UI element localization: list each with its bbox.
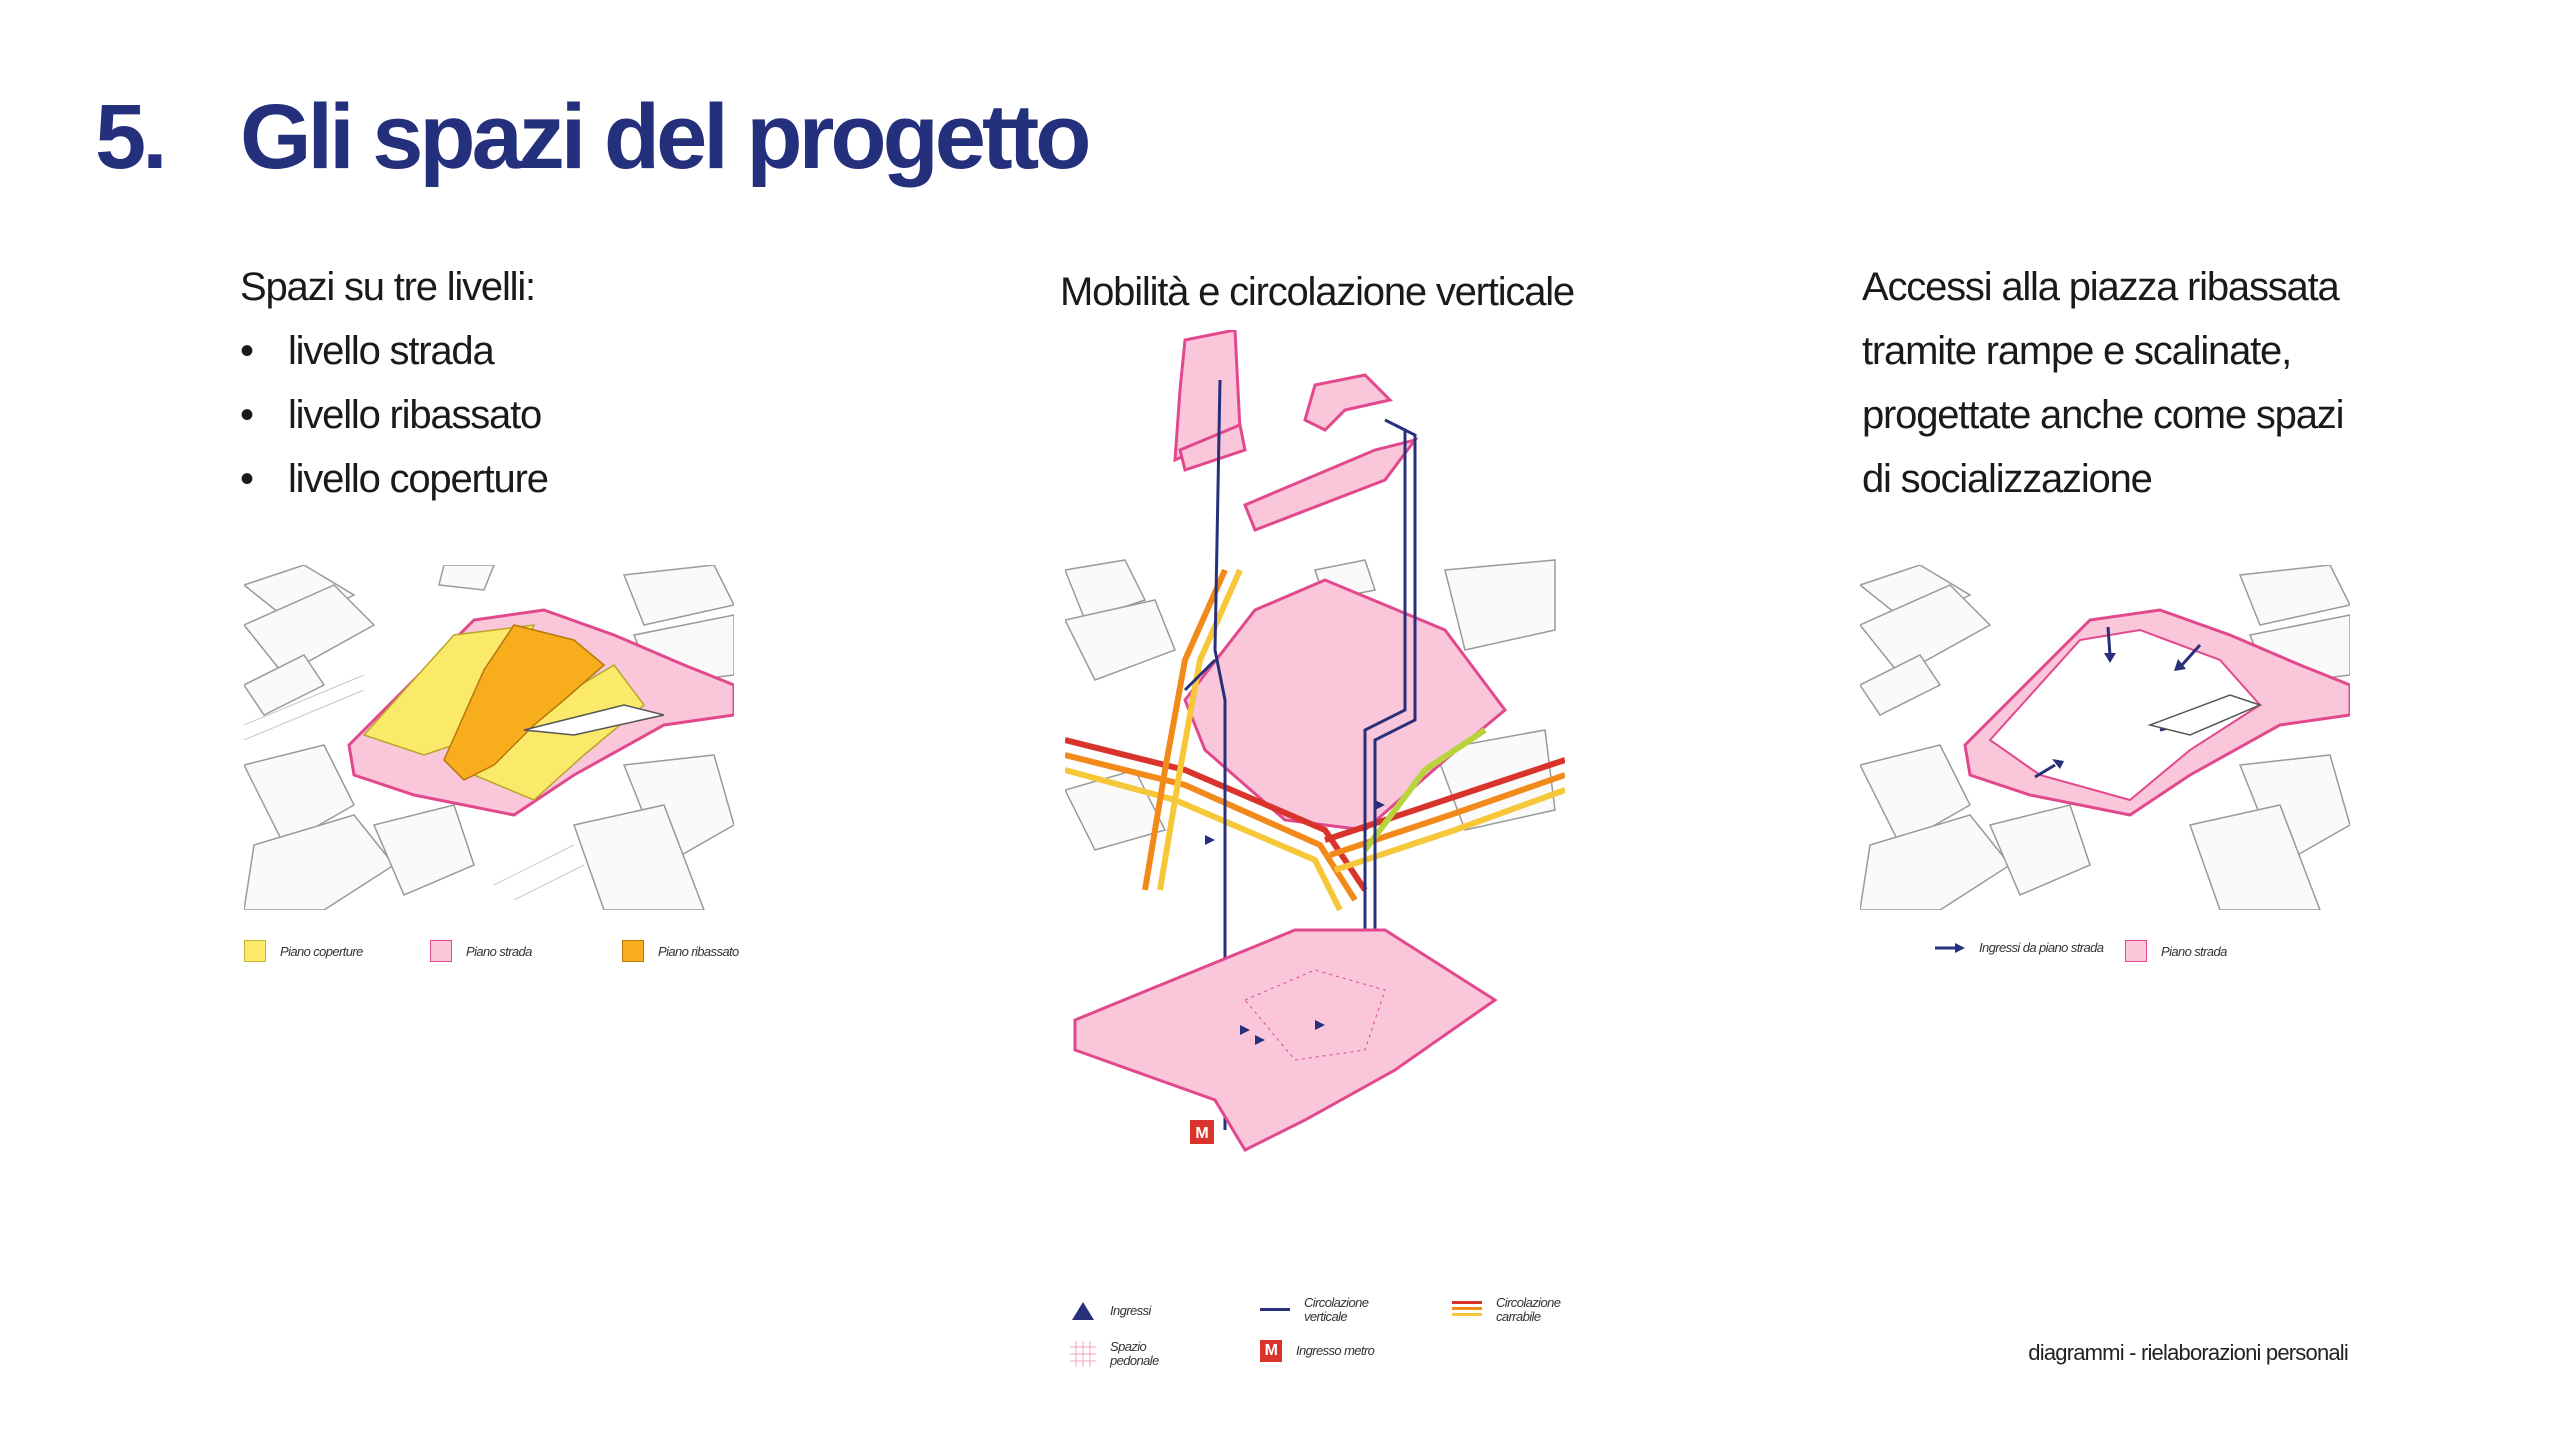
pink-swatch-icon <box>2125 940 2147 962</box>
metro-letter: M <box>1195 1125 1208 1142</box>
pink-swatch-icon <box>430 940 452 962</box>
legend-item: Piano strada <box>430 940 532 962</box>
orange-swatch-icon <box>622 940 644 962</box>
legend-item: Ingressi <box>1070 1300 1151 1322</box>
bullet-icon: • <box>240 329 254 373</box>
section-number: 5. <box>95 86 168 188</box>
roof-slab <box>1243 437 1419 532</box>
page-title: 5. Gli spazi del progetto <box>95 85 1091 190</box>
stripes-icon <box>1452 1301 1482 1316</box>
legend-item: Piano ribassato <box>622 940 739 962</box>
yellow-swatch-icon <box>244 940 266 962</box>
access-line: di socializzazione <box>1862 457 2153 501</box>
levels-description: Spazi su tre livelli: •livello strada •l… <box>240 255 549 511</box>
title-text: Gli spazi del progetto <box>240 86 1091 188</box>
entrance-markers <box>1205 800 1385 1045</box>
roof-slab <box>1303 373 1393 432</box>
bullet-icon: • <box>240 393 254 437</box>
legend-item: Piano coperture <box>244 940 363 962</box>
footer-note: diagrammi - rielaborazioni personali <box>2028 1340 2349 1365</box>
list-item: •livello ribassato <box>240 383 548 447</box>
vertical-circulation <box>1183 379 1417 1130</box>
vehicle-circulation <box>1065 568 1565 912</box>
building-volume <box>2147 694 2263 736</box>
grid-icon <box>1070 1341 1096 1367</box>
context-buildings <box>1860 565 2350 910</box>
bullet-icon: • <box>240 457 254 501</box>
legend-item: Spazio pedonale <box>1070 1340 1159 1368</box>
access-line: Accessi alla piazza ribassata <box>1862 265 2340 309</box>
levels-diagram <box>244 565 734 910</box>
legend-item: Piano strada <box>2125 940 2227 962</box>
pedestrian-grid <box>1244 969 1386 1061</box>
legend-item: Circolazione verticale <box>1260 1296 1369 1324</box>
building-volume <box>523 704 665 736</box>
access-description: Accessi alla piazza ribassata tramite ra… <box>1862 255 2344 511</box>
levels-list: •livello strada •livello ribassato •live… <box>240 319 549 511</box>
triangle-icon <box>1072 1302 1094 1320</box>
access-diagram <box>1860 565 2350 910</box>
list-item: •livello strada <box>240 319 548 383</box>
list-item: •livello coperture <box>240 447 549 511</box>
line-icon <box>1260 1308 1290 1311</box>
metro-icon <box>1190 1120 1214 1144</box>
arrow-icon <box>1935 942 1965 953</box>
context-buildings <box>244 565 734 910</box>
access-line: progettate anche come spazi <box>1862 393 2344 437</box>
access-line: tramite rampe e scalinate, <box>1862 329 2292 373</box>
lowered-level-area <box>443 624 606 781</box>
legend-item: Ingressi da piano strada <box>1935 940 2104 955</box>
metro-icon: M <box>1260 1340 1282 1362</box>
legend-item: Circolazione carrabile <box>1452 1296 1561 1324</box>
mobility-diagram: M <box>1065 330 1565 1152</box>
levels-intro: Spazi su tre livelli: <box>240 265 536 309</box>
mobility-heading: Mobilità e circolazione verticale <box>1060 270 1575 314</box>
lowered-level-plaza <box>1073 928 1498 1152</box>
